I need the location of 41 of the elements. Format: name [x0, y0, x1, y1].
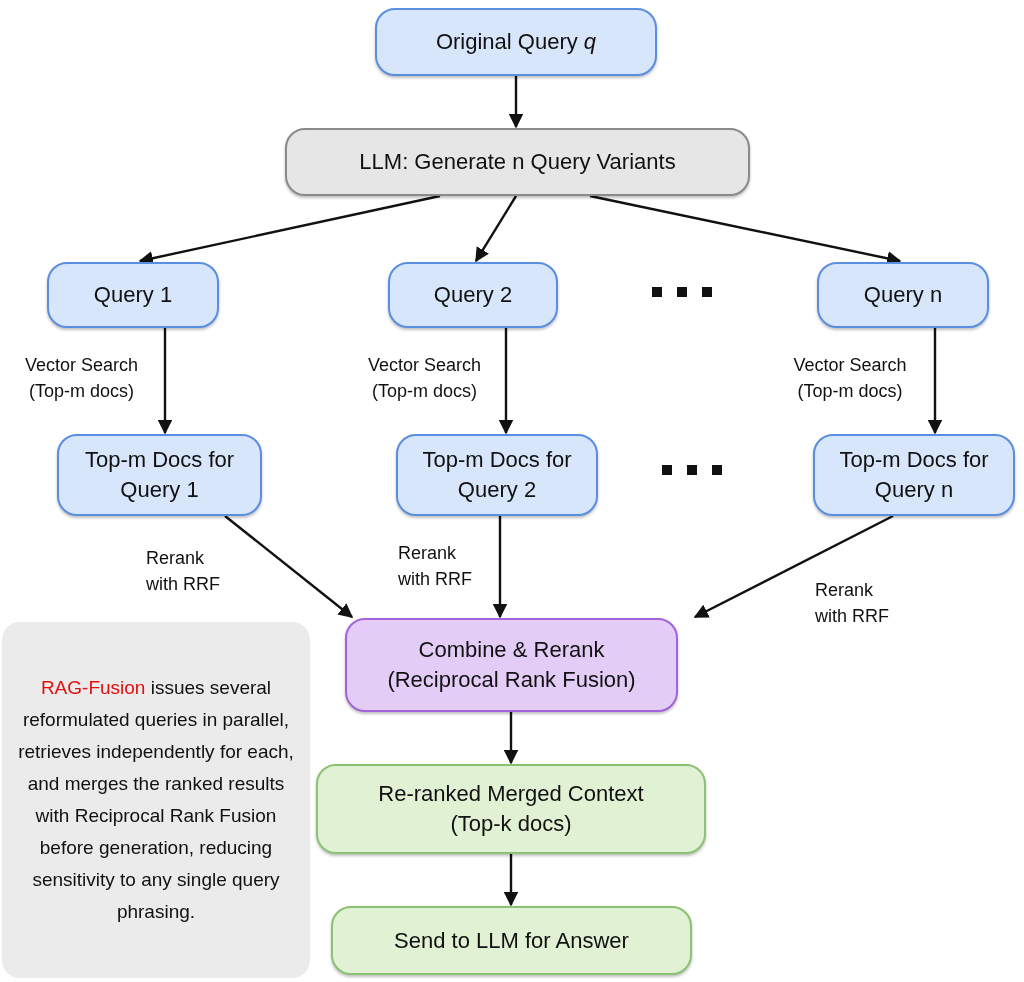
process-box	[316, 764, 706, 854]
process-box	[345, 618, 678, 712]
arrow	[508, 76, 524, 129]
note-text: RAG-Fusion issues several reformulated queries in parallel, retrieves independently for each, and merges the ranked results with Reciprocal Rank Fusion before generation, reducing sensitivity to any single query phrasing.	[17, 676, 295, 924]
arrow	[503, 712, 519, 765]
node-label: Original Query q	[435, 28, 597, 56]
edge-label: Rerank with RRF	[815, 579, 890, 628]
arrow	[927, 328, 943, 435]
process-box	[57, 434, 262, 516]
node-label: Top-m Docs for Query n	[838, 446, 990, 504]
node-label: Send to LLM for Answer	[394, 926, 629, 955]
node-label: Query 1	[93, 281, 173, 309]
process-box	[47, 262, 219, 328]
arrow	[498, 328, 514, 435]
process-box	[331, 906, 692, 975]
arrow	[474, 195, 518, 263]
edge-label: Vector Search (Top-m docs)	[366, 354, 483, 403]
node-label: Query n	[863, 281, 943, 309]
node-label: (Top-k docs)	[450, 810, 572, 838]
arrow	[492, 516, 508, 619]
process-box	[396, 434, 598, 516]
process-box	[285, 128, 750, 196]
process-box	[817, 262, 989, 328]
node-label: LLM: Generate n Query Variants	[359, 148, 676, 176]
node-label: Top-m Docs for Query 2	[421, 446, 573, 504]
arrow	[693, 514, 894, 619]
node-label: Query 2	[433, 281, 513, 309]
arrow	[503, 854, 519, 907]
edge-label: Rerank with RRF	[146, 547, 221, 596]
process-box	[388, 262, 558, 328]
node-label: Re-ranked Merged Context	[378, 780, 644, 808]
arrow	[157, 328, 173, 435]
node-label: Combine & Rerank	[418, 636, 605, 664]
node-label: Top-m Docs for Query 1	[83, 446, 236, 504]
edge-label: Vector Search (Top-m docs)	[23, 354, 140, 403]
node-label: (Reciprocal Rank Fusion)	[387, 666, 636, 694]
process-box	[813, 434, 1015, 516]
arrow	[224, 515, 354, 618]
process-box	[375, 8, 657, 76]
edge-label: Rerank with RRF	[398, 542, 473, 591]
edge-label: Vector Search (Top-m docs)	[792, 354, 908, 403]
